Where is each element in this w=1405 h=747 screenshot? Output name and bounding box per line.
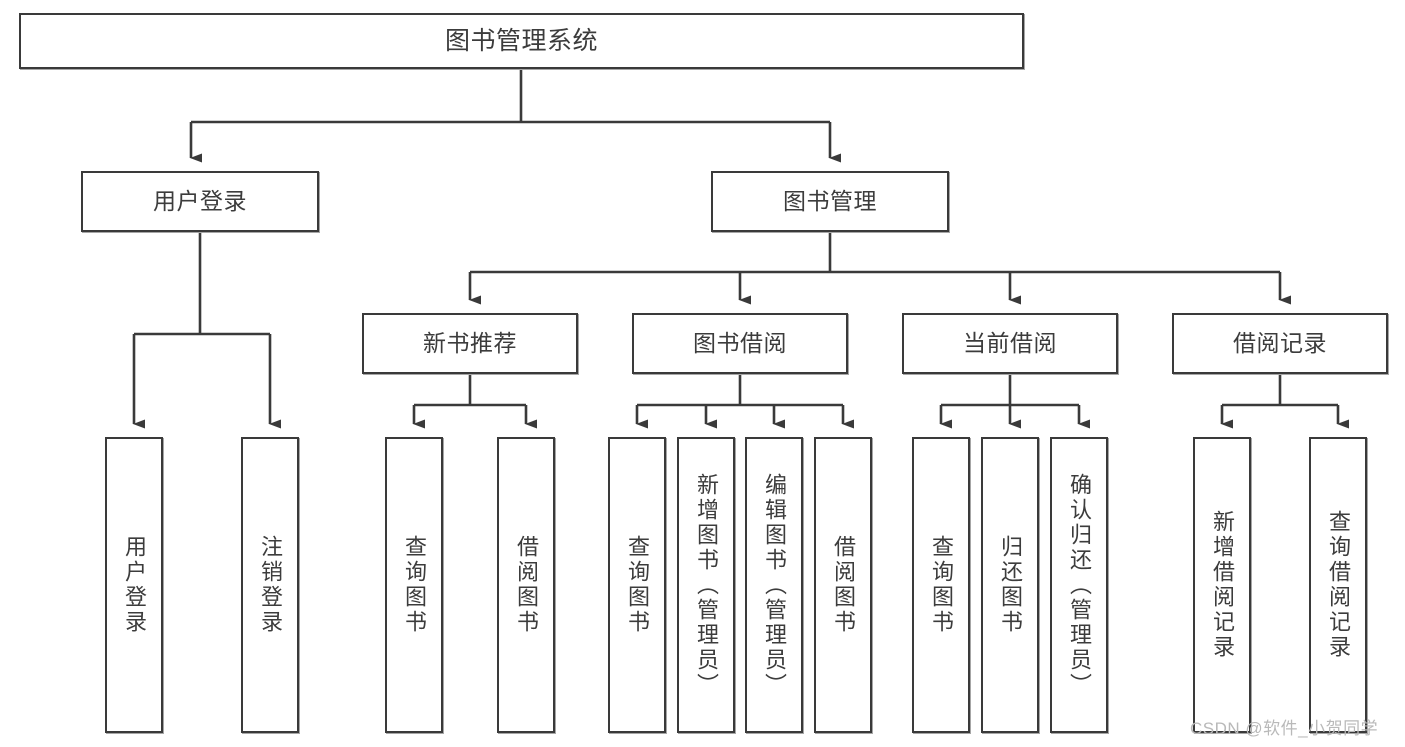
watermark-text: CSDN @软件_小贺同学 bbox=[1190, 719, 1379, 738]
node-label: 新书推荐 bbox=[423, 330, 517, 357]
node-label: 借阅记录 bbox=[1233, 330, 1327, 357]
leaf-current-borrow-confirm-return[interactable]: 确认归还（管理员） bbox=[1050, 437, 1108, 733]
leaf-current-borrow-return[interactable]: 归还图书 bbox=[981, 437, 1039, 733]
leaf-new-book-query[interactable]: 查询图书 bbox=[385, 437, 443, 733]
node-label: 查询图书 bbox=[625, 535, 650, 635]
node-book-management[interactable]: 图书管理 bbox=[711, 171, 949, 232]
node-label: 查询图书 bbox=[929, 535, 954, 635]
node-label: 图书借阅 bbox=[693, 330, 787, 357]
node-label: 新增图书（管理员） bbox=[694, 472, 719, 698]
leaf-book-borrow-edit[interactable]: 编辑图书（管理员） bbox=[745, 437, 803, 733]
node-label: 归还图书 bbox=[998, 535, 1023, 635]
node-label: 借阅图书 bbox=[514, 535, 539, 635]
node-book-management-system[interactable]: 图书管理系统 bbox=[19, 13, 1024, 69]
node-label: 新增借阅记录 bbox=[1210, 510, 1235, 660]
node-label: 借阅图书 bbox=[831, 535, 856, 635]
node-label: 查询图书 bbox=[402, 535, 427, 635]
node-user-login[interactable]: 用户登录 bbox=[81, 171, 319, 232]
node-borrow-record[interactable]: 借阅记录 bbox=[1172, 313, 1388, 374]
node-label: 查询借阅记录 bbox=[1326, 510, 1351, 660]
node-current-borrow[interactable]: 当前借阅 bbox=[902, 313, 1118, 374]
node-label: 当前借阅 bbox=[963, 330, 1057, 357]
node-new-book-recommend[interactable]: 新书推荐 bbox=[362, 313, 578, 374]
leaf-user-login-signout[interactable]: 注销登录 bbox=[241, 437, 299, 733]
leaf-user-login-signin[interactable]: 用户登录 bbox=[105, 437, 163, 733]
leaf-borrow-record-query[interactable]: 查询借阅记录 bbox=[1309, 437, 1367, 733]
node-label: 注销登录 bbox=[258, 535, 283, 635]
node-label: 确认归还（管理员） bbox=[1067, 472, 1092, 698]
leaf-book-borrow-lend[interactable]: 借阅图书 bbox=[814, 437, 872, 733]
node-label: 图书管理系统 bbox=[444, 26, 598, 55]
leaf-new-book-borrow[interactable]: 借阅图书 bbox=[497, 437, 555, 733]
node-label: 用户登录 bbox=[153, 188, 247, 215]
node-label: 编辑图书（管理员） bbox=[762, 472, 787, 698]
leaf-book-borrow-query[interactable]: 查询图书 bbox=[608, 437, 666, 733]
node-book-borrow[interactable]: 图书借阅 bbox=[632, 313, 848, 374]
leaf-current-borrow-query[interactable]: 查询图书 bbox=[912, 437, 970, 733]
leaf-borrow-record-add[interactable]: 新增借阅记录 bbox=[1193, 437, 1251, 733]
leaf-book-borrow-add[interactable]: 新增图书（管理员） bbox=[677, 437, 735, 733]
node-label: 用户登录 bbox=[122, 535, 147, 635]
node-label: 图书管理 bbox=[783, 188, 877, 215]
